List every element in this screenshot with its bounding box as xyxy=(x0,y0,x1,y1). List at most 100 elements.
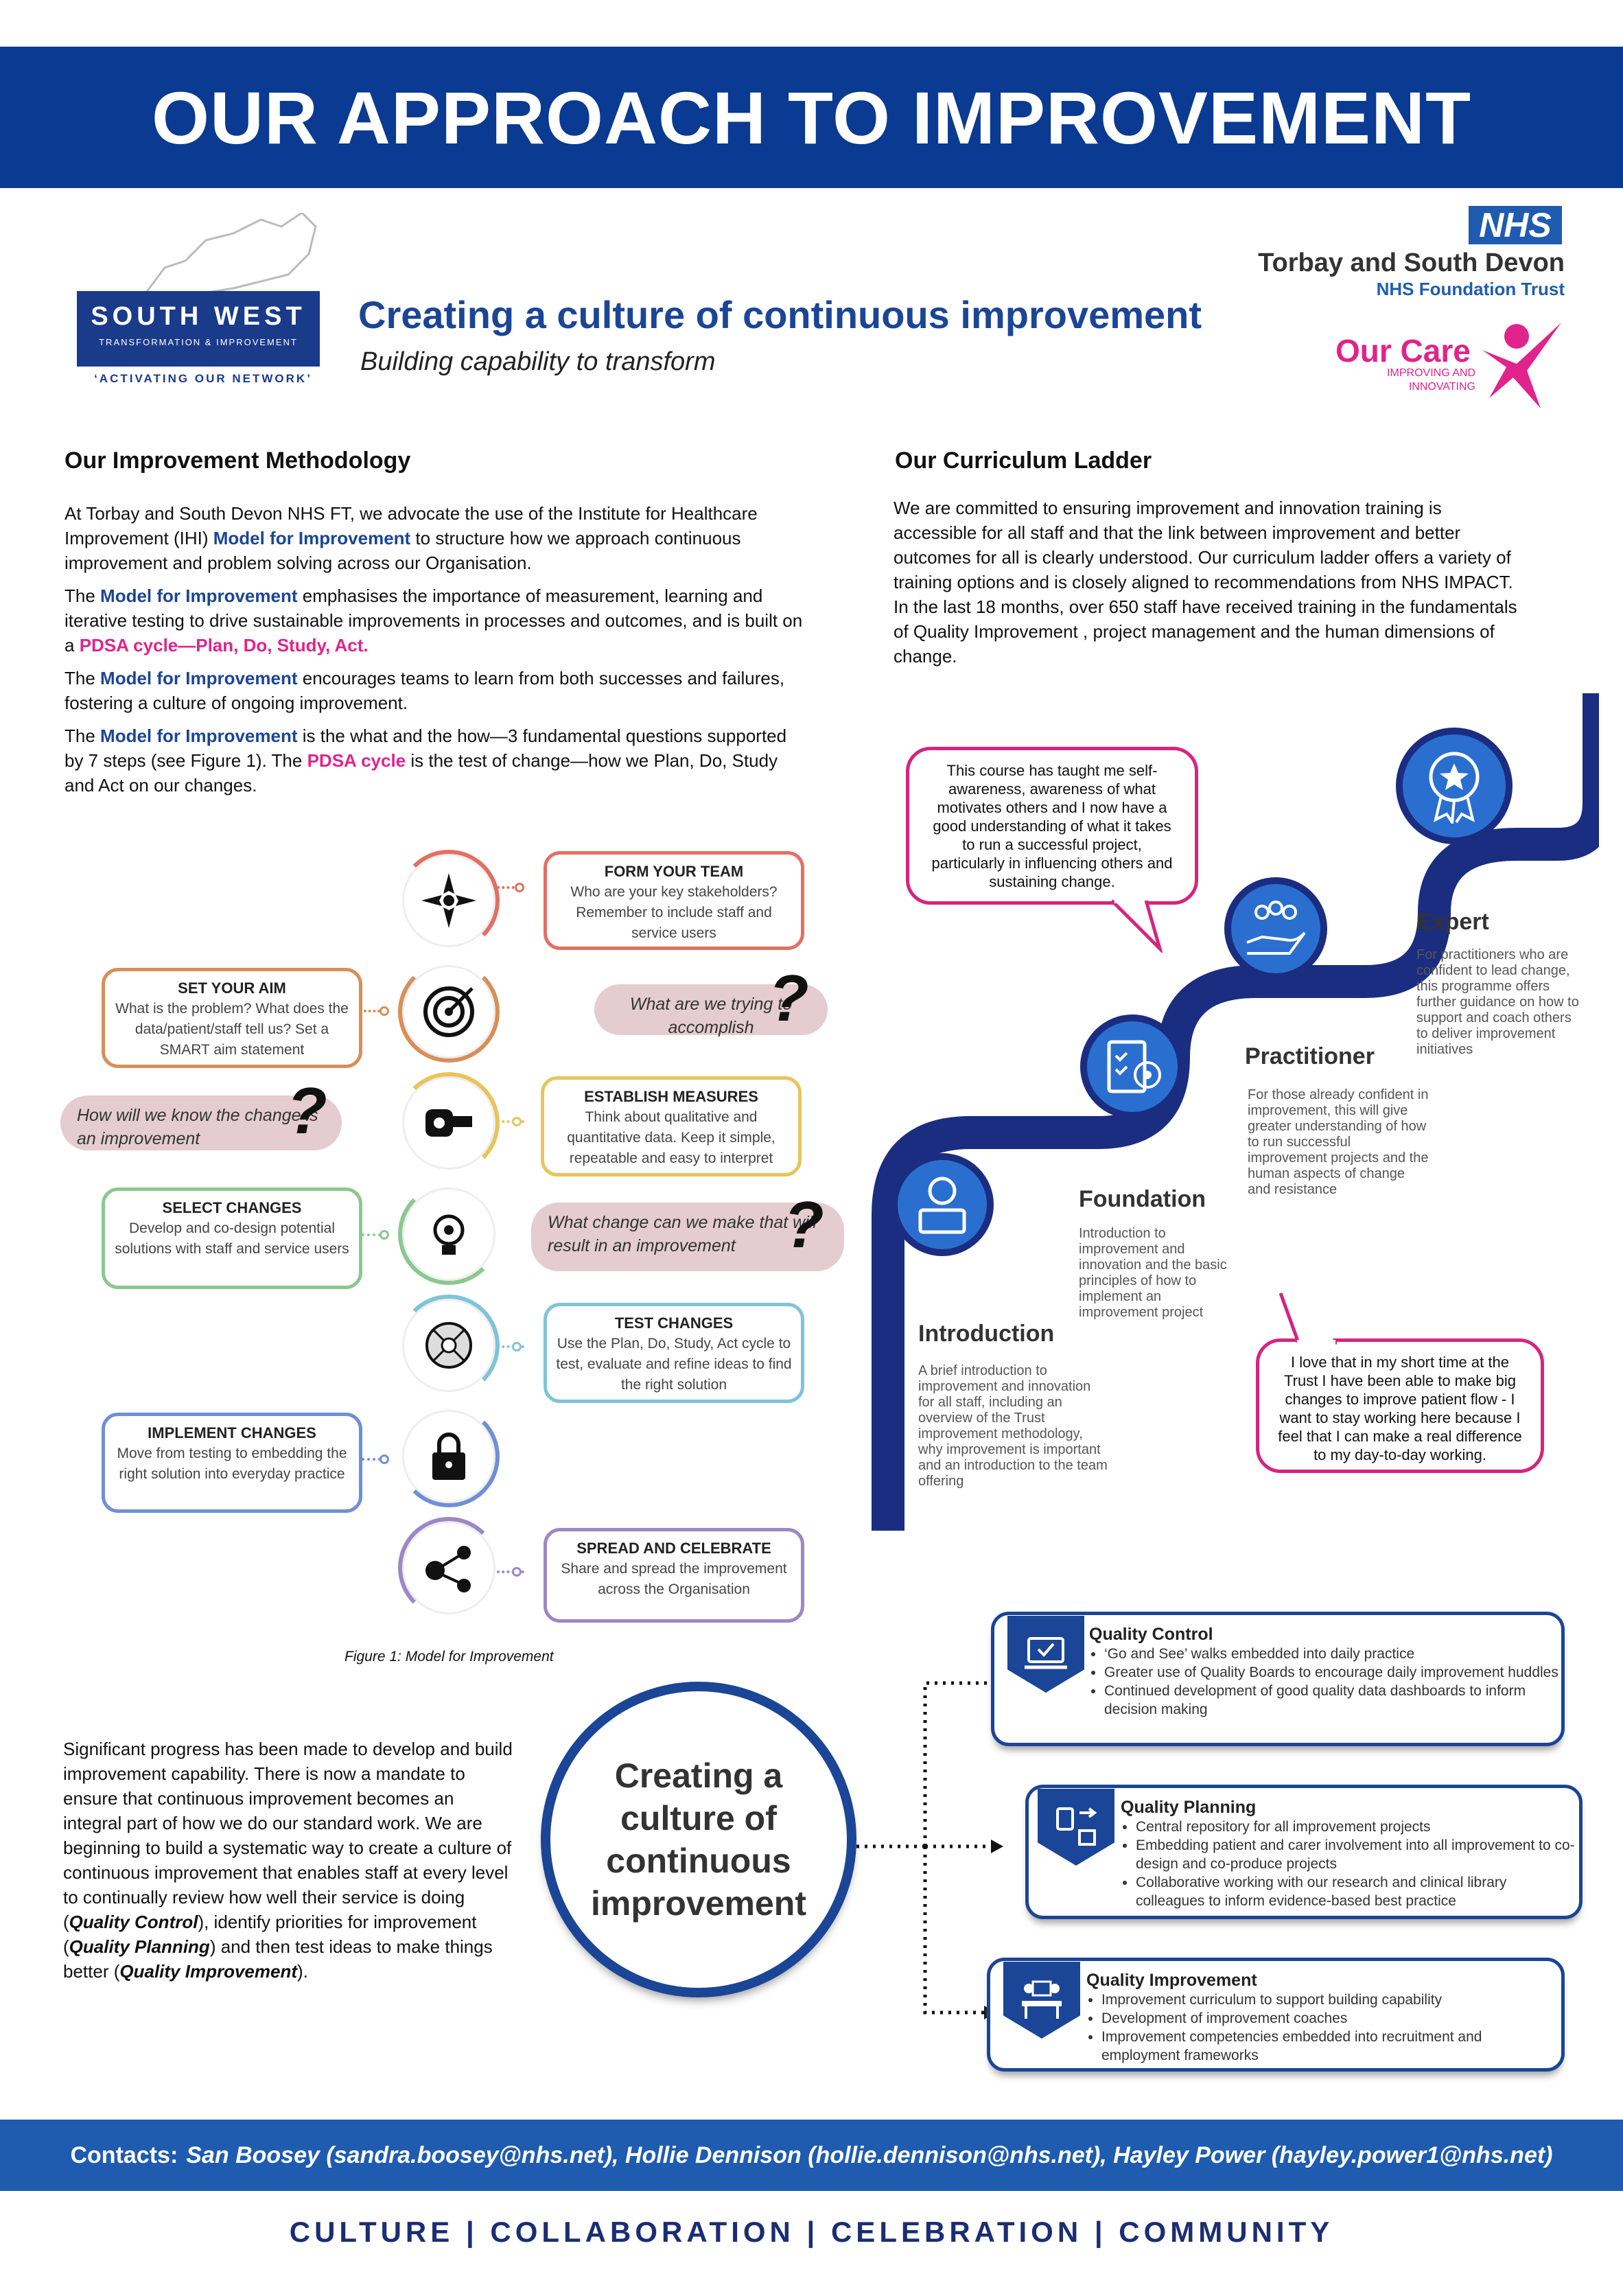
page-title: OUR APPROACH TO IMPROVEMENT xyxy=(151,76,1472,159)
list-item: Collaborative working with our research … xyxy=(1136,1873,1579,1910)
card-text: Move from testing to embedding the right… xyxy=(117,1446,347,1482)
level-introduction-title: Introduction xyxy=(918,1321,1055,1347)
lightbulb-icon xyxy=(404,1190,493,1279)
question-text: How will we know the change is an improv… xyxy=(77,1106,318,1148)
ourcare-logo-text: Our Care xyxy=(1335,333,1471,369)
methodology-heading: Our Improvement Methodology xyxy=(65,448,411,474)
curriculum-text: We are committed to ensuring improvement… xyxy=(894,498,1517,666)
practitioner-team-hand-icon xyxy=(1224,877,1327,980)
progress-text: Significant progress has been made to de… xyxy=(63,1737,516,1984)
ourcare-logo-sub: IMPROVING AND INNOVATING xyxy=(1387,367,1475,393)
speech-tail xyxy=(1112,898,1163,953)
level-expert-title: Expert xyxy=(1416,909,1489,935)
connector xyxy=(362,1233,381,1236)
southwest-logo-line1: SOUTH WEST xyxy=(91,302,306,331)
connector-dot xyxy=(380,1230,389,1240)
card-title: IMPLEMENT CHANGES xyxy=(148,1424,316,1441)
meth-p1a: At Torbay and South Devon NHS FT, we adv… xyxy=(65,503,758,548)
card-form-team: FORM YOUR TEAM Who are your key stakehol… xyxy=(544,851,804,950)
card-test: TEST CHANGES Use the Plan, Do, Study, Ac… xyxy=(544,1303,804,1403)
pdsa-cycle-icon xyxy=(404,1301,493,1390)
contacts-bar: Contacts: San Boosey (sandra.boosey@nhs.… xyxy=(0,2120,1623,2191)
question-text: What change can we make that will result… xyxy=(548,1213,817,1255)
meth-p2d: PDSA cycle—Plan, Do, Study, Act. xyxy=(79,635,369,656)
card-text: Who are your key stakeholders? Remember … xyxy=(570,884,778,941)
quality-improvement-title: Quality Improvement xyxy=(1086,1971,1257,1990)
meth-p4c: is the what and the how—3 fundamental qu… xyxy=(65,726,787,771)
target-icon xyxy=(404,967,493,1056)
quality-improvement-box: Quality Improvement Improvement curricul… xyxy=(987,1958,1565,2072)
quality-improvement-list: Improvement curriculum to support buildi… xyxy=(1101,1991,1561,2065)
trust-subname: NHS Foundation Trust xyxy=(1376,279,1565,299)
question-bubble-know: How will we know the change is an improv… xyxy=(60,1095,342,1150)
lock-icon xyxy=(404,1412,493,1501)
connector-dot xyxy=(515,883,524,892)
card-title: SET YOUR AIM xyxy=(178,979,286,997)
connector xyxy=(497,1345,524,1348)
connector-dot xyxy=(512,1117,522,1126)
card-select: SELECT CHANGES Develop and co-design pot… xyxy=(102,1187,362,1289)
testimonial-bubble-2: I love that in my short time at the Trus… xyxy=(1256,1338,1544,1473)
progress-a: Significant progress has been made to de… xyxy=(63,1739,513,1932)
testimonial-text: This course has taught me self-awareness… xyxy=(931,762,1173,890)
culture-connectors xyxy=(856,1676,1003,2019)
title-banner: OUR APPROACH TO IMPROVEMENT xyxy=(0,47,1623,188)
footer-values: CULTURE | COLLABORATION | CELEBRATION | … xyxy=(289,2216,1334,2248)
team-icon xyxy=(404,856,493,945)
card-title: TEST CHANGES xyxy=(614,1314,734,1332)
connector xyxy=(362,1458,381,1461)
meth-p1c: to structure how we approach continuous … xyxy=(65,528,741,573)
meth-p4e: is the test of change—how we Plan, Do, S… xyxy=(65,750,778,796)
contacts-label: Contacts: xyxy=(70,2142,178,2168)
southwest-map-icon xyxy=(141,213,317,297)
question-mark-icon: ? xyxy=(784,1188,824,1262)
culture-circle: Creating a culture of continuous improve… xyxy=(541,1682,856,1997)
curriculum-heading: Our Curriculum Ladder xyxy=(895,448,1152,474)
card-title: SELECT CHANGES xyxy=(162,1199,302,1216)
connector xyxy=(497,1570,524,1573)
card-spread: SPREAD AND CELEBRATE Share and spread th… xyxy=(544,1528,804,1623)
card-text: Share and spread the improvement across … xyxy=(561,1561,787,1597)
southwest-tagline: ‘ACTIVATING OUR NETWORK’ xyxy=(94,372,312,385)
ring-set-aim xyxy=(398,961,500,1063)
question-mark-icon: ? xyxy=(287,1074,327,1148)
quality-planning-box: Quality Planning Central repository for … xyxy=(1025,1785,1583,1919)
question-bubble-change: What change can we make that will result… xyxy=(531,1203,844,1271)
speech-tail xyxy=(1278,1292,1337,1345)
quality-control-list: ‘Go and See’ walks embedded into daily p… xyxy=(1104,1645,1561,1719)
list-item: Continued development of good quality da… xyxy=(1104,1682,1561,1719)
ring-establish xyxy=(398,1072,500,1174)
quality-planning-list: Central repository for all improvement p… xyxy=(1136,1818,1579,1910)
ring-select xyxy=(398,1183,500,1285)
southwest-logo: SOUTH WEST TRANSFORMATION & IMPROVEMENT xyxy=(77,291,320,367)
figure-caption: Figure 1: Model for Improvement xyxy=(345,1649,554,1665)
connector-dot xyxy=(380,1454,389,1464)
connector xyxy=(497,886,524,889)
meth-p2b: Model for Improvement xyxy=(100,585,298,606)
meth-p2a: The xyxy=(65,585,101,606)
progress-qp: Quality Planning xyxy=(69,1936,210,1957)
card-implement: IMPLEMENT CHANGES Move from testing to e… xyxy=(102,1413,362,1513)
culture-circle-text: Creating a culture of continuous improve… xyxy=(591,1756,806,1923)
tape-measure-icon xyxy=(404,1078,493,1168)
foundation-checklist-icon xyxy=(1080,1014,1184,1119)
level-introduction-text: A brief introduction to improvement and … xyxy=(918,1363,1108,1489)
testimonial-bubble-1: This course has taught me self-awareness… xyxy=(906,747,1198,905)
level-practitioner-text: For those already confident in improveme… xyxy=(1248,1087,1429,1197)
curriculum-ladder-path xyxy=(872,693,1599,1531)
list-item: Improvement competencies embedded into r… xyxy=(1101,2028,1561,2065)
progress-qc: Quality Control xyxy=(69,1912,198,1932)
card-title: FORM YOUR TEAM xyxy=(604,863,744,880)
question-text: What are we trying to accomplish xyxy=(629,995,793,1037)
list-item: Central repository for all improvement p… xyxy=(1136,1818,1579,1836)
trust-name: Torbay and South Devon xyxy=(1258,248,1565,277)
quality-planning-title: Quality Planning xyxy=(1121,1798,1257,1817)
question-mark-icon: ? xyxy=(769,962,809,1035)
ring-spread xyxy=(398,1517,500,1619)
question-bubble-accomplish: What are we trying to accomplish xyxy=(594,984,828,1037)
list-item: Embedding patient and carer involvement … xyxy=(1136,1836,1579,1873)
progress-qi: Quality Improvement xyxy=(119,1961,297,1982)
southwest-logo-line2: TRANSFORMATION & IMPROVEMENT xyxy=(99,337,298,347)
card-text: What is the problem? What does the data/… xyxy=(115,1001,349,1058)
quality-control-title: Quality Control xyxy=(1089,1625,1213,1644)
